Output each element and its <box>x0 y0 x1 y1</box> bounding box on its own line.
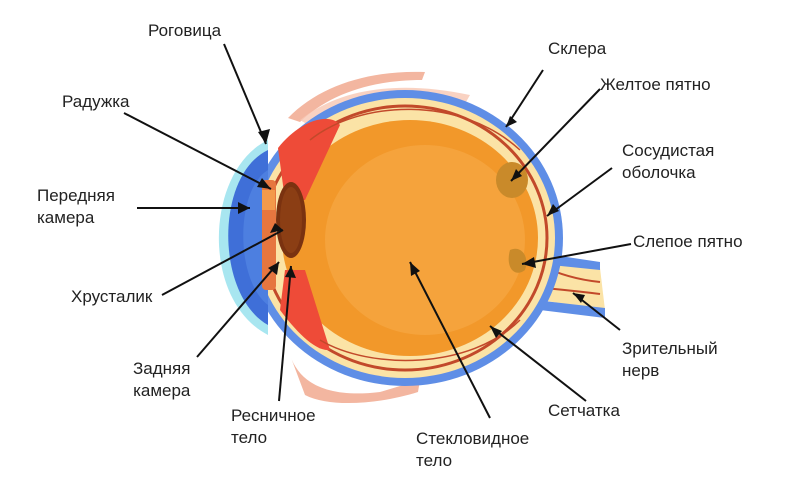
label-iris: Радужка <box>62 92 130 111</box>
label-lens: Хрусталик <box>71 287 153 306</box>
label-sclera: Склера <box>548 39 607 58</box>
label-retina: Сетчатка <box>548 401 620 420</box>
label-blind-spot: Слепое пятно <box>633 232 743 251</box>
eye-muscles <box>288 71 470 404</box>
leader-lines <box>123 43 632 419</box>
label-ciliary-body: Ресничное тело <box>231 406 316 447</box>
label-cornea: Роговица <box>148 21 222 40</box>
label-choroid: Сосудистая оболочка <box>622 141 715 182</box>
label-optic-nerve: Зрительный нерв <box>622 339 718 380</box>
label-macula: Желтое пятно <box>600 75 711 94</box>
label-posterior-chamber: Задняя камера <box>133 359 191 400</box>
label-anterior-chamber: Передняя камера <box>37 186 115 227</box>
blind-spot-shape <box>508 248 527 273</box>
leader-arrowheads <box>238 116 585 338</box>
label-vitreous-body: Стекловидное тело <box>416 429 530 470</box>
vitreous-inner <box>325 145 525 335</box>
ciliary-body-shape <box>278 118 340 200</box>
